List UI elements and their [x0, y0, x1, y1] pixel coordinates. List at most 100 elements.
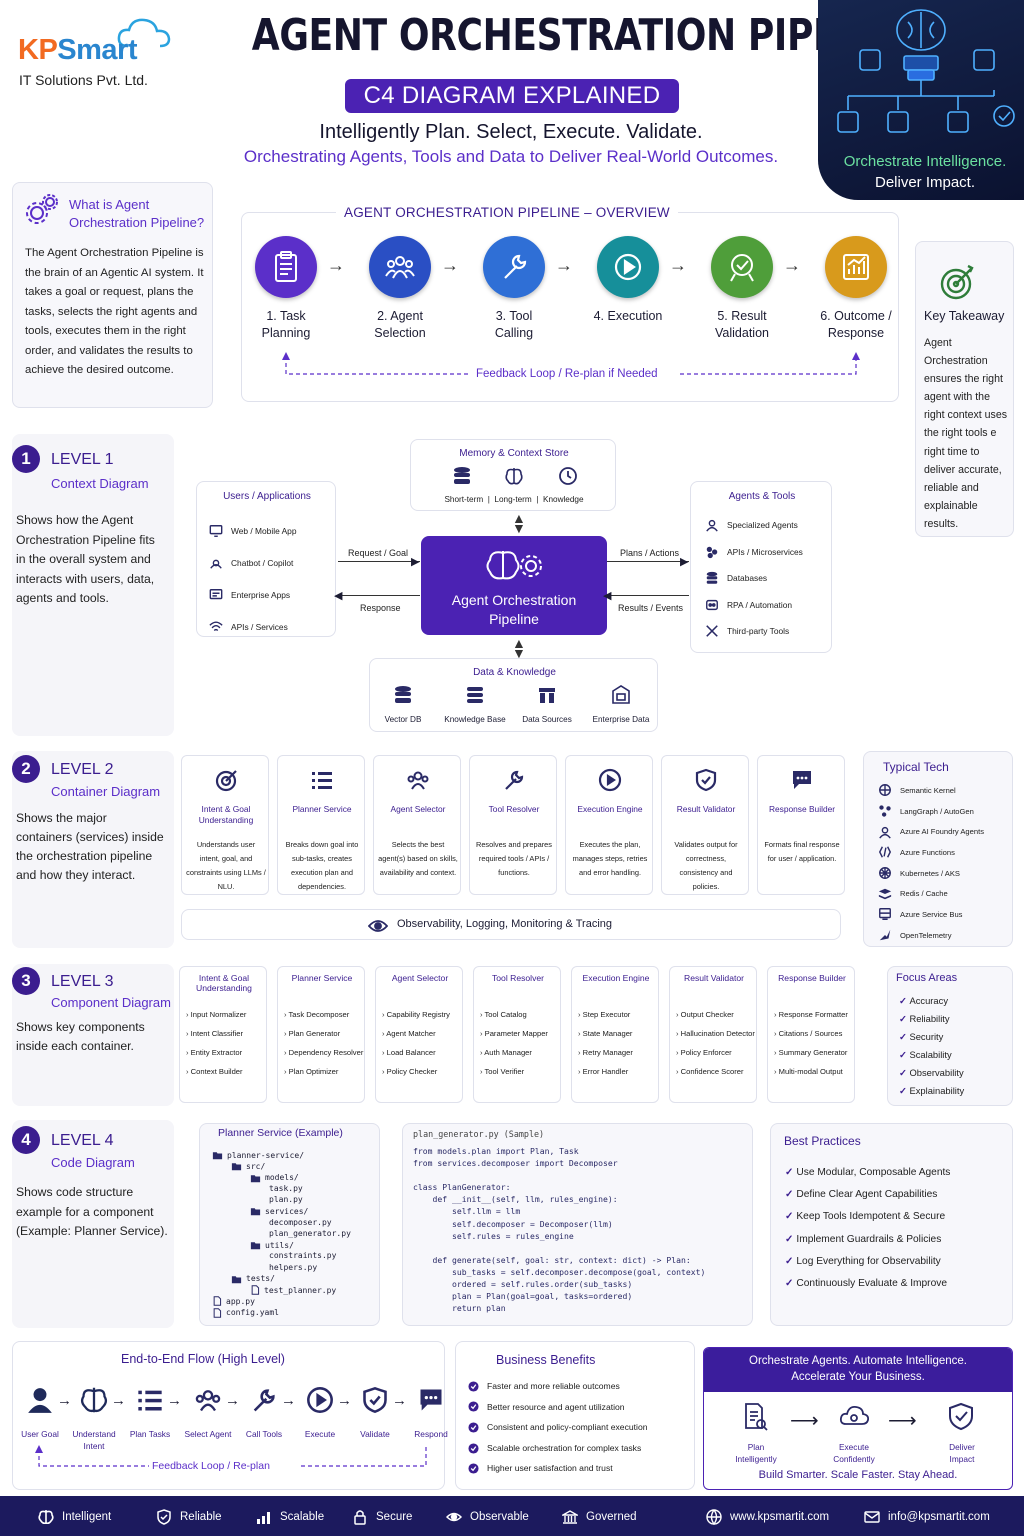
step-line-2: Validation [715, 326, 769, 340]
email-link[interactable]: info@kpsmartit.com [864, 1509, 990, 1525]
level1-badge: 1 [12, 445, 40, 473]
tree-node: src/ [231, 1161, 265, 1171]
tech-item: Kubernetes / AKS [878, 863, 1013, 884]
observability-label: Observability, Logging, Monitoring & Tra… [397, 918, 613, 930]
memory-link: ▲▼ [512, 510, 526, 536]
level1-description: Shows how the Agent Orchestration Pipeli… [16, 513, 155, 605]
chatbot-icon [210, 559, 222, 569]
memory-store-box: Memory & Context Store Short-term | Long… [410, 439, 616, 511]
component-item: Input Normalizer [186, 1005, 266, 1024]
api-icon [706, 546, 718, 558]
kernel-icon [879, 784, 891, 797]
component-item: Citations / Sources [774, 1024, 854, 1043]
cta-line-1: Orchestrate Agents. Automate Intelligenc… [749, 1355, 967, 1367]
users-item: Enterprise Apps [209, 579, 334, 611]
what-is-body: The Agent Orchestration Pipeline is the … [25, 247, 204, 376]
component-item: Dependency Resolver [284, 1043, 364, 1062]
agents-item: RPA / Automation [705, 592, 830, 619]
level2-title: LEVEL 2 [51, 761, 114, 778]
code-card: plan_generator.py (Sample) from models.p… [402, 1123, 753, 1326]
brand-smart: Smart [57, 34, 137, 66]
tree-node-label: tests/ [246, 1274, 275, 1284]
hero-panel: Orchestrate Intelligence. Deliver Impact… [818, 0, 1024, 200]
validate-step-circle [711, 236, 773, 298]
chat-icon [793, 771, 811, 789]
website-label: www.kpsmartit.com [730, 1511, 830, 1523]
best-title: Best Practices [784, 1134, 861, 1148]
tree-node: models/ [250, 1173, 299, 1183]
k8s-icon [879, 867, 891, 880]
hero-line-1: Orchestrate Intelligence. [843, 153, 1007, 170]
focus-item: Security [899, 1028, 1011, 1046]
play-sm-icon [598, 768, 622, 792]
footer-value: Secure [352, 1509, 412, 1525]
best-list: Use Modular, Composable AgentsDefine Cle… [785, 1162, 1010, 1295]
code-title: plan_generator.py (Sample) [413, 1129, 545, 1139]
focus-item: Explainability [899, 1082, 1011, 1100]
flow-step-label: Understand Intent [72, 1429, 116, 1451]
enterprise-data-icon [612, 685, 630, 704]
check-circle-icon [468, 1463, 479, 1474]
agents-title: Agents & Tools [728, 491, 796, 502]
tree-node-label: helpers.py [269, 1262, 318, 1272]
step-arrow: → [555, 255, 573, 275]
arrow-plans [607, 561, 689, 562]
flow-arrow: → [57, 1392, 72, 1409]
agents-item: Third-party Tools [705, 618, 830, 645]
agent-icon [879, 826, 891, 839]
folder-icon [231, 1276, 242, 1283]
memory-title: Memory & Context Store [459, 448, 569, 459]
sources-icon [539, 688, 555, 703]
tech-item: Semantic Kernel [878, 780, 1013, 801]
component-item: Capability Registry [382, 1005, 462, 1024]
agents-item-label: APIs / Microservices [727, 546, 803, 557]
memory-long: Long-term [494, 495, 532, 504]
file-icon [213, 1307, 222, 1318]
component-item: Step Executor [578, 1005, 658, 1024]
tree-node-label: constraints.py [269, 1251, 337, 1261]
best-practice-item: Continuously Evaluate & Improve [785, 1273, 1010, 1295]
takeaway-card: Key Takeaway Agent Orchestration ensures… [915, 241, 1014, 537]
cta-arrow: ⟶ [888, 1410, 917, 1432]
folder-icon [250, 1242, 261, 1250]
tree-node: services/ [250, 1206, 308, 1216]
tree-node: app.py [212, 1296, 255, 1307]
data-item-label: Enterprise Data [592, 715, 650, 724]
footer-value: Scalable [256, 1509, 324, 1525]
container-desc: Validates output for correctness, consis… [674, 840, 738, 891]
component-item: Multi-modal Output [774, 1062, 854, 1081]
focus-item: Scalability [899, 1046, 1011, 1064]
arrow-head-response: ◀ [334, 590, 343, 602]
tree-node: utils/ [250, 1240, 294, 1250]
component-list: Tool CatalogParameter MapperAuth Manager… [480, 1005, 560, 1081]
footer-label: Governed [586, 1511, 637, 1523]
brand-logo: KPSmart IT Solutions Pvt. Ltd. [18, 18, 178, 98]
team-icon [385, 256, 415, 279]
request-label: Request / Goal [348, 548, 409, 558]
database-icon [454, 467, 470, 484]
tech-item: Redis / Cache [878, 883, 1013, 904]
website-link[interactable]: www.kpsmartit.com [706, 1509, 829, 1525]
tree-node-label: services/ [265, 1206, 309, 1216]
component-item: Tool Verifier [480, 1062, 560, 1081]
tech-item-label: Azure AI Foundry Agents [900, 827, 985, 837]
sep: | [487, 495, 490, 504]
step-arrow: → [669, 255, 687, 275]
check-circle-icon [468, 1381, 479, 1392]
tech-item-label: OpenTelemetry [900, 930, 952, 940]
step-arrow: → [327, 255, 345, 275]
brain-network-icon [837, 9, 1015, 133]
response-label: Response [360, 603, 401, 613]
step-line-1: 1. Task [266, 309, 306, 323]
flow-card: End-to-End Flow (High Level) Feedback Lo… [12, 1341, 448, 1490]
tree-node-label: plan_generator.py [269, 1228, 351, 1238]
level4-description: Shows code structure example for a compo… [16, 1185, 168, 1238]
container-title: Response Builder [768, 804, 836, 814]
